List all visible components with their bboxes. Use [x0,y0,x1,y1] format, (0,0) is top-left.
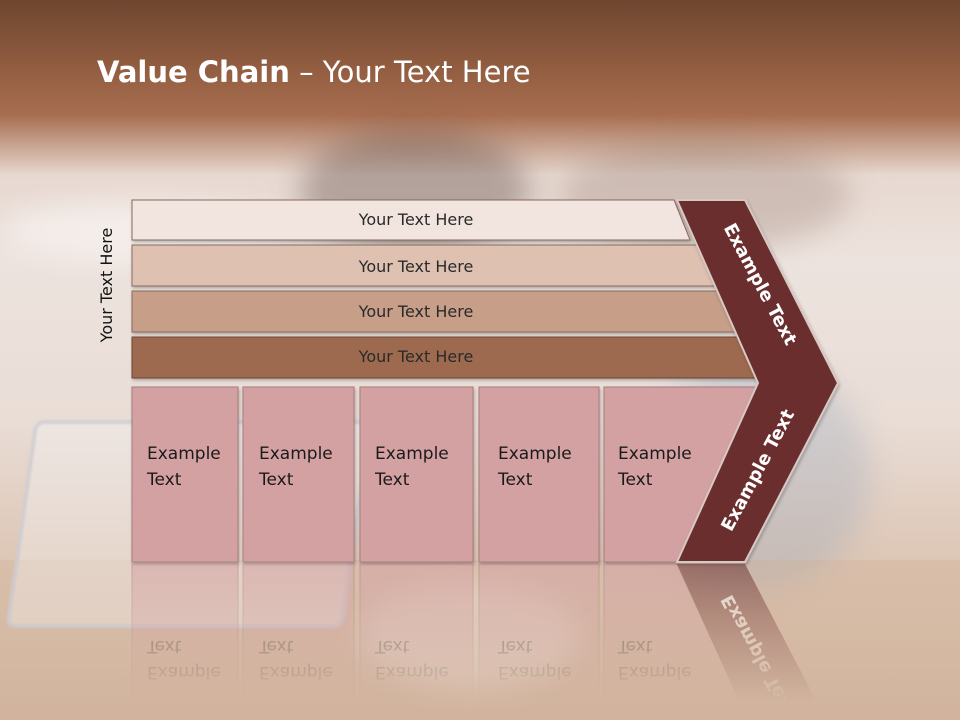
cell-5-reflection-line1: Example [618,662,692,682]
chevron-arrow [675,199,840,563]
chevron-reflection [677,564,827,720]
cell-4-line1: Example [498,444,572,464]
cell-2-reflection [242,563,355,720]
cell-1-line2: Text [146,470,182,490]
cell-5-reflection-line2: Text [617,636,653,656]
cell-4-line2: Text [497,470,533,490]
cells-group [131,386,758,563]
cell-4-reflection [478,563,600,720]
row-1-label: Your Text Here [358,210,474,229]
cell-1-reflection [131,563,239,720]
cell-3-line1: Example [375,444,449,464]
cell-5-line1: Example [618,444,692,464]
cell-2-line1: Example [259,444,333,464]
cell-3-reflection-line2: Text [374,636,410,656]
cell-3-line2: Text [374,470,410,490]
row-2-label: Your Text Here [358,257,474,276]
cell-2-line2: Text [258,470,294,490]
row-1-bar [131,199,691,241]
slide-title: Value Chain – Your Text Here [97,52,531,92]
row-3-label: Your Text Here [358,302,474,321]
reflection: Example Text Example Text Example Text E… [131,563,827,720]
cell-4-reflection-line2: Text [497,636,533,656]
row-4-label: Your Text Here [358,347,474,366]
cell-1-reflection-line2: Text [146,636,182,656]
cell-4-box [478,386,600,563]
cell-3-reflection-line1: Example [375,662,449,682]
cell-5-line2: Text [617,470,653,490]
cell-1-reflection-line1: Example [147,662,221,682]
cell-3-reflection [359,563,474,720]
cell-1-line1: Example [147,444,221,464]
cell-4-reflection-line1: Example [498,662,572,682]
title-rest: – Your Text Here [289,55,531,89]
cell-2-box [242,386,355,563]
rows-group [131,199,763,379]
cell-2-reflection-line2: Text [258,636,294,656]
cell-3-box [359,386,474,563]
title-bold: Value Chain [97,55,290,89]
cell-2-reflection-line1: Example [259,662,333,682]
cell-1-box [131,386,239,563]
